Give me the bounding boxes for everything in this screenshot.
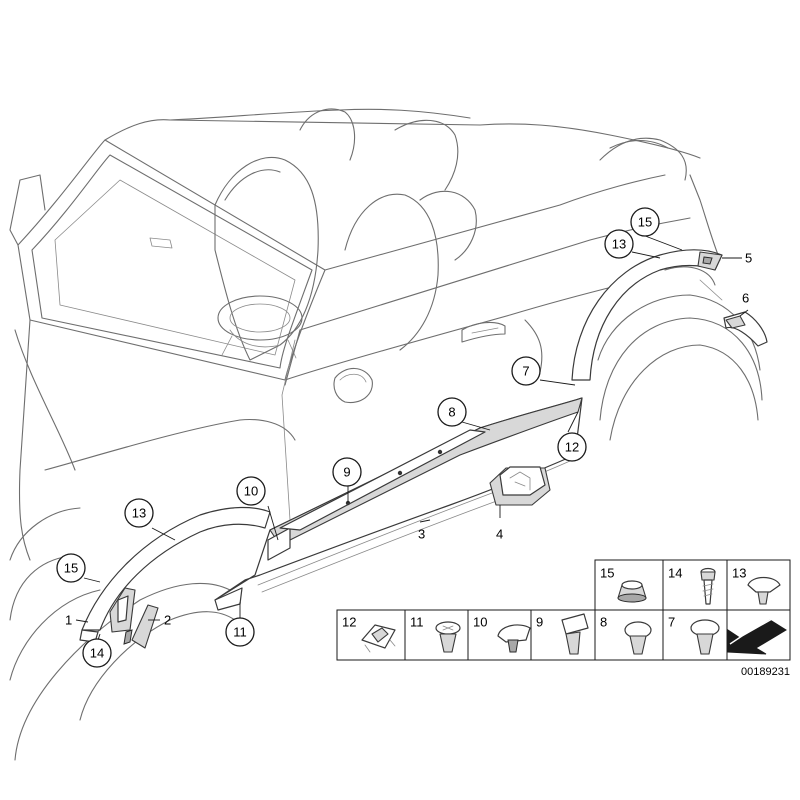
callout-14: 14 xyxy=(82,638,112,668)
callout-13-top: 13 xyxy=(604,229,634,259)
callout-2-label: 2 xyxy=(164,613,171,628)
callout-6: 6 xyxy=(742,291,749,306)
fastener-14-label: 14 xyxy=(668,566,682,581)
callout-15-top-label: 15 xyxy=(638,215,652,230)
callout-7: 7 xyxy=(511,356,541,386)
callout-3: 3 xyxy=(418,527,425,542)
direction-arrow-icon xyxy=(727,618,787,655)
callout-13-left-label: 13 xyxy=(132,506,146,521)
car-body-outline xyxy=(9,108,763,761)
push-rivet-8-icon xyxy=(624,621,652,655)
leader-lines xyxy=(75,233,749,641)
callout-7-label: 7 xyxy=(522,364,529,379)
callout-8: 8 xyxy=(437,397,467,427)
callout-10-label: 10 xyxy=(244,484,258,499)
nut-clip-icon xyxy=(361,624,396,653)
callout-11-label: 11 xyxy=(233,625,247,640)
callout-1: 1 xyxy=(65,613,72,628)
clip-13-icon xyxy=(747,576,781,605)
callout-10: 10 xyxy=(236,476,266,506)
rear-wheel-arch-part xyxy=(571,249,723,381)
callout-4-label: 4 xyxy=(496,527,503,542)
callout-12-top-label: 12 xyxy=(565,440,579,455)
callout-3-label: 3 xyxy=(418,527,425,542)
callout-9: 9 xyxy=(332,457,362,487)
callout-8-label: 8 xyxy=(448,405,455,420)
push-rivet-11-icon xyxy=(435,621,461,653)
bumper-bracket-part-6 xyxy=(723,311,768,347)
fastener-8-label: 8 xyxy=(600,615,607,630)
fastener-11-label: 11 xyxy=(410,615,424,630)
callout-2: 2 xyxy=(164,613,171,628)
grommet-icon xyxy=(617,580,647,603)
callout-13-top-label: 13 xyxy=(612,237,626,252)
callout-13-left: 13 xyxy=(124,498,154,528)
fastener-13-label: 13 xyxy=(732,566,746,581)
expanding-clip-icon xyxy=(561,613,589,655)
callout-9-label: 9 xyxy=(343,465,350,480)
callout-15-top: 15 xyxy=(630,207,660,237)
screw-icon xyxy=(700,567,716,605)
side-sill-part xyxy=(214,397,583,611)
fastener-15-label: 15 xyxy=(600,566,614,581)
callout-12-top: 12 xyxy=(557,432,587,462)
callout-4: 4 xyxy=(496,527,503,542)
callout-1-label: 1 xyxy=(65,613,72,628)
bracket-part-4 xyxy=(489,466,551,506)
fastener-10-label: 10 xyxy=(473,615,487,630)
callout-15-left-label: 15 xyxy=(64,561,78,576)
front-wheel-arch-part xyxy=(81,506,271,633)
callout-15-left: 15 xyxy=(56,553,86,583)
callout-6-label: 6 xyxy=(742,291,749,306)
fastener-legend: 15 14 13 12 11 10 9 8 7 xyxy=(336,559,791,661)
fastener-7-label: 7 xyxy=(668,615,675,630)
fastener-9-label: 9 xyxy=(536,615,543,630)
callout-5: 5 xyxy=(745,251,752,266)
callout-11: 11 xyxy=(225,617,255,647)
callout-5-label: 5 xyxy=(745,251,752,266)
fastener-12-label: 12 xyxy=(342,615,356,630)
clip-10-icon xyxy=(497,624,531,653)
callout-14-label: 14 xyxy=(90,646,104,661)
push-rivet-7-icon xyxy=(690,619,720,655)
reference-number: 00189231 xyxy=(741,666,790,678)
trim-piece-part-2 xyxy=(123,604,159,649)
